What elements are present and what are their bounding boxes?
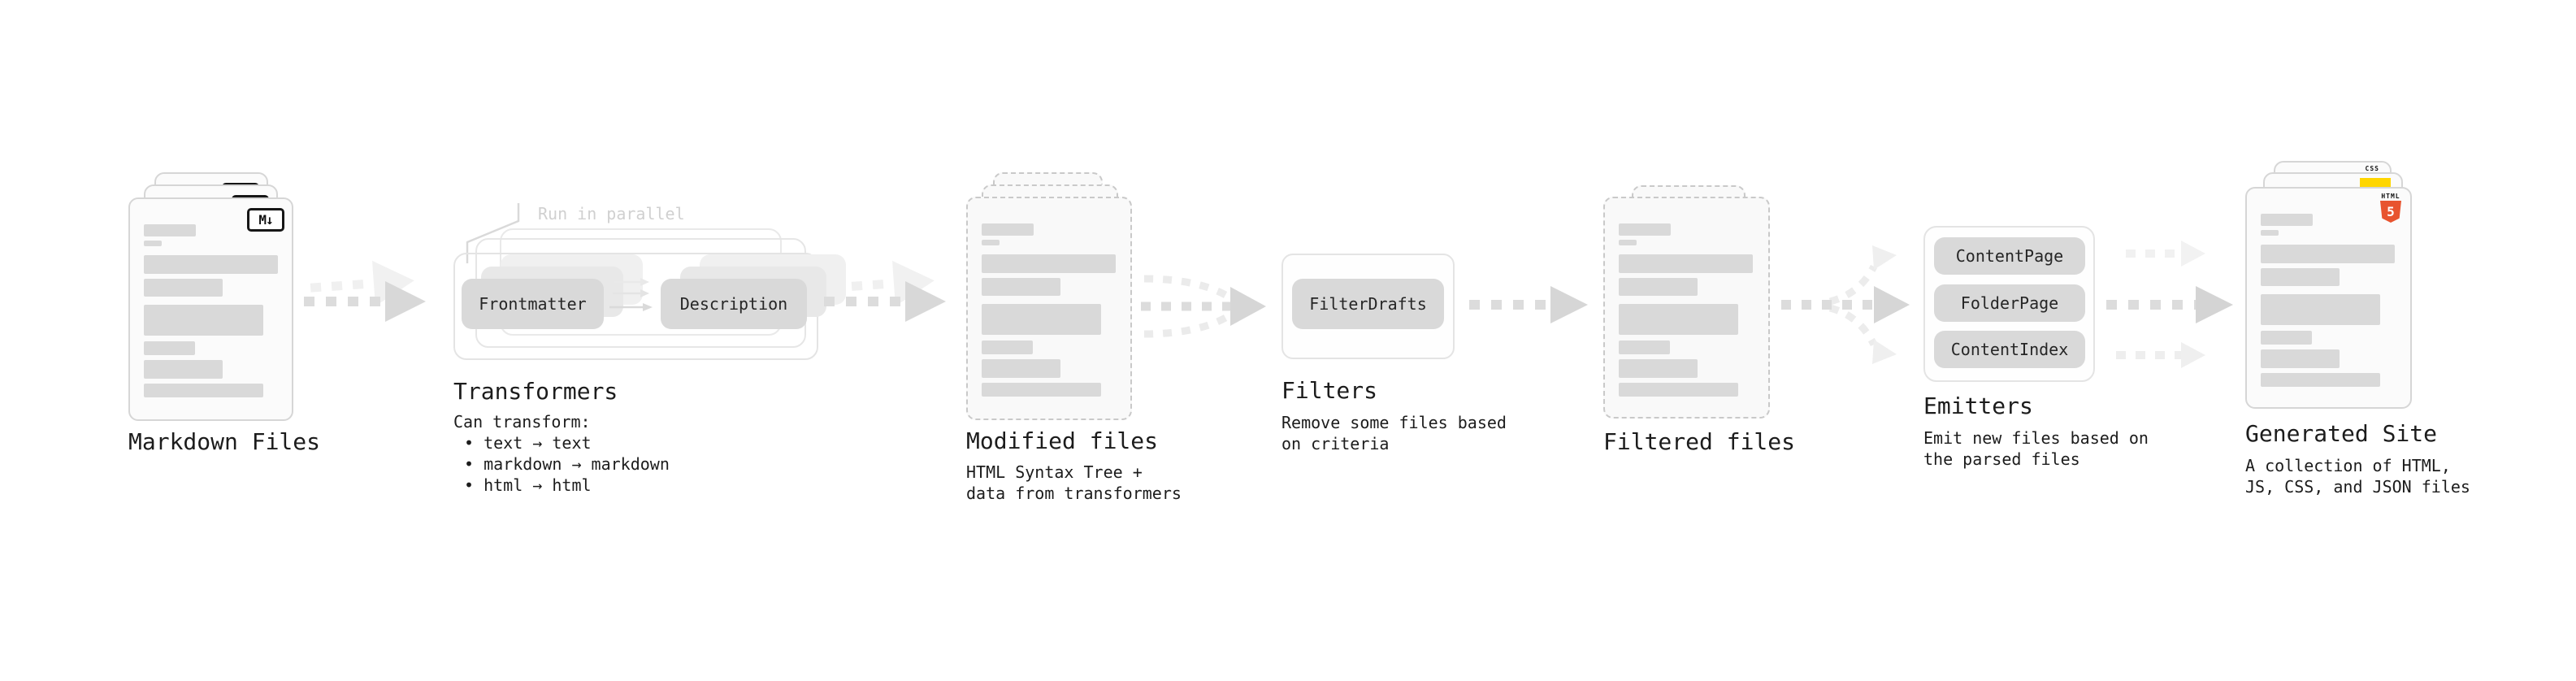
- html5-icon-shield: 5: [2380, 201, 2401, 223]
- transform-bullet: • text → text: [464, 433, 592, 453]
- filters-description: Remove some files based on criteria: [1281, 413, 1507, 453]
- flow-arrow-markdown-to-transformers: [304, 260, 426, 322]
- html5-icon: HTML 5: [2378, 193, 2404, 223]
- stage-label-emitters: Emitters: [1923, 393, 2033, 419]
- run-in-parallel-annotation: Run in parallel: [538, 204, 685, 223]
- html5-icon-word: HTML: [2381, 193, 2400, 200]
- placeholder-bar: [144, 279, 223, 297]
- placeholder-bar: [2261, 331, 2312, 345]
- modified-files-description: HTML Syntax Tree + data from transformer…: [966, 462, 1182, 503]
- markdown-file-card-front: M↓: [128, 197, 293, 421]
- placeholder-bar: [1619, 304, 1738, 335]
- placeholder-bar: [1619, 223, 1671, 236]
- placeholder-bar: [982, 340, 1033, 354]
- flow-arrow-transformers-to-modified: [824, 260, 946, 322]
- placeholder-bar: [144, 224, 196, 236]
- stage-label-transformers: Transformers: [453, 378, 618, 405]
- stage-label-generated-site: Generated Site: [2245, 420, 2438, 447]
- modified-file-card-front: [966, 197, 1132, 420]
- content-bars: [1619, 223, 1753, 397]
- placeholder-bar: [144, 305, 263, 336]
- stage-label-modified-files: Modified files: [966, 427, 1159, 454]
- stage-label-filters: Filters: [1281, 377, 1378, 404]
- stage-label-markdown-files: Markdown Files: [128, 428, 321, 455]
- transformer-pill-frontmatter: Frontmatter: [462, 279, 604, 329]
- flow-arrow-filtered-to-emitters: [1781, 245, 1910, 364]
- emitter-pill-contentindex: ContentIndex: [1934, 331, 2085, 368]
- placeholder-bar: [982, 278, 1060, 296]
- placeholder-bar: [144, 241, 162, 246]
- placeholder-bar: [982, 240, 1000, 245]
- html5-icon-number: 5: [2387, 204, 2395, 219]
- placeholder-bar: [2261, 349, 2340, 368]
- placeholder-bar: [982, 359, 1060, 378]
- transformers-description: Can transform: • text → text • markdown …: [453, 411, 670, 496]
- transform-bullet: • markdown → markdown: [464, 454, 670, 474]
- placeholder-bar: [144, 255, 278, 274]
- markdown-icon: M↓: [247, 208, 284, 232]
- generated-site-description: A collection of HTML, JS, CSS, and JSON …: [2245, 456, 2470, 497]
- placeholder-bar: [982, 254, 1116, 273]
- placeholder-bar: [982, 383, 1101, 397]
- content-bars: [982, 223, 1116, 397]
- emitter-pill-contentpage: ContentPage: [1934, 237, 2085, 275]
- placeholder-bar: [144, 384, 263, 397]
- placeholder-bar: [1619, 278, 1698, 296]
- placeholder-bar: [1619, 240, 1637, 245]
- placeholder-bar: [1619, 383, 1738, 397]
- flow-arrow-modified-to-filters: [1141, 275, 1266, 338]
- transform-bullet: • html → html: [464, 475, 592, 495]
- emitter-pill-folderpage: FolderPage: [1934, 284, 2085, 322]
- stage-label-filtered-files: Filtered files: [1603, 428, 1796, 455]
- placeholder-bar: [982, 223, 1034, 236]
- placeholder-bar: [1619, 254, 1753, 273]
- transformers-description-title: Can transform:: [453, 412, 591, 432]
- transform-step-arrows: [609, 278, 653, 311]
- placeholder-bar: [2261, 294, 2380, 325]
- placeholder-bar: [144, 360, 223, 379]
- filter-pill-filterdrafts: FilterDrafts: [1292, 279, 1444, 329]
- content-bars: [2261, 214, 2395, 387]
- placeholder-bar: [1619, 340, 1670, 354]
- placeholder-bar: [2261, 373, 2380, 387]
- transformer-pill-description: Description: [661, 279, 807, 329]
- flow-arrow-emitters-to-generated: [2106, 241, 2233, 368]
- placeholder-bar: [1619, 359, 1698, 378]
- generated-file-card-html: HTML 5: [2245, 187, 2412, 409]
- placeholder-bar: [2261, 230, 2279, 236]
- placeholder-bar: [2261, 268, 2340, 286]
- placeholder-bar: [144, 341, 195, 355]
- placeholder-bar: [2261, 245, 2395, 263]
- content-bars: [144, 224, 278, 397]
- filtered-file-card-front: [1603, 197, 1770, 419]
- placeholder-bar: [2261, 214, 2313, 226]
- placeholder-bar: [982, 304, 1101, 335]
- flow-arrow-filters-to-filtered: [1469, 286, 1588, 323]
- emitters-description: Emit new files based on the parsed files: [1923, 428, 2149, 469]
